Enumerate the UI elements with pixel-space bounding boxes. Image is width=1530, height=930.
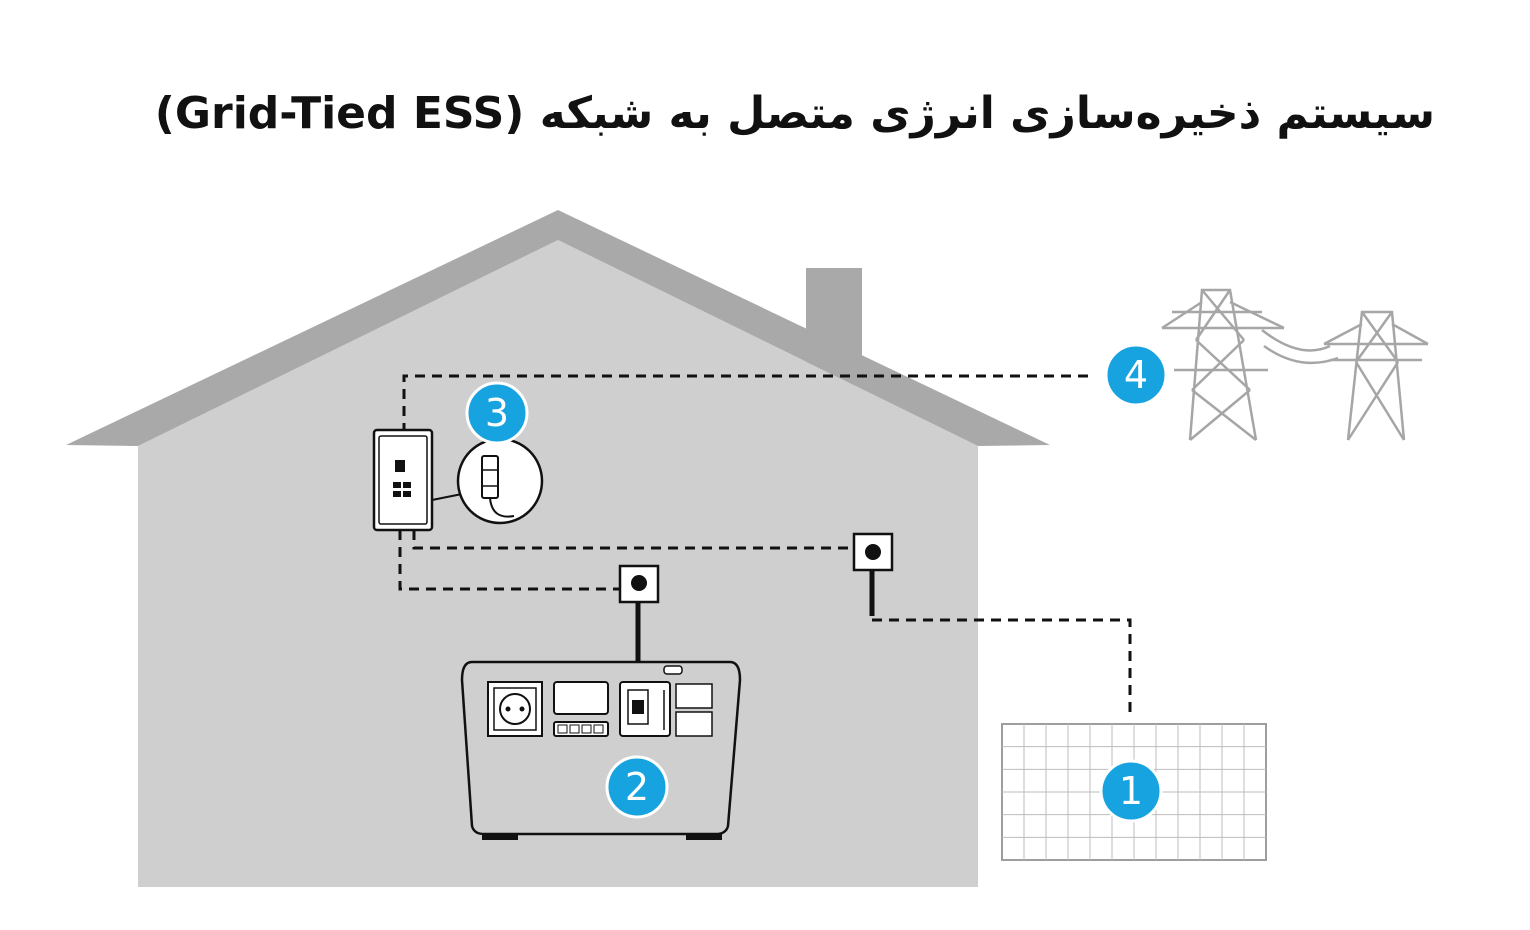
house-roof [66, 210, 1050, 446]
badge-2-label: 2 [625, 765, 649, 809]
power-station [460, 660, 742, 840]
badge-1-label: 1 [1119, 769, 1143, 813]
wire-outlet-to-panel [872, 618, 1132, 712]
badge-3-label: 3 [485, 391, 509, 435]
power-grid [1161, 288, 1429, 441]
wire-meter-to-outlet-right [412, 530, 850, 550]
house-wall [138, 240, 978, 887]
meter-detail-inset [456, 437, 544, 525]
badge-1: 1 [1099, 759, 1163, 823]
badge-4: 4 [1104, 343, 1168, 407]
badge-2: 2 [605, 755, 669, 819]
smart-meter [372, 428, 463, 532]
power-lines [1261, 329, 1339, 365]
solar-panel [1001, 723, 1267, 861]
wall-outlet-left [618, 564, 660, 604]
badge-4-label: 4 [1124, 353, 1148, 397]
wire-grid-to-meter [402, 374, 1088, 432]
wall-outlet-right [852, 532, 894, 572]
diagram-title: سیستم ذخیره‌سازی انرژی متصل به شبکه (Gri… [154, 88, 1435, 139]
transmission-tower-large [1161, 288, 1285, 441]
wiring [398, 374, 1132, 712]
house [66, 210, 1050, 887]
badge-3: 3 [465, 381, 529, 445]
transmission-tower-small [1323, 310, 1429, 441]
wire-meter-to-outlet-left [398, 530, 620, 591]
